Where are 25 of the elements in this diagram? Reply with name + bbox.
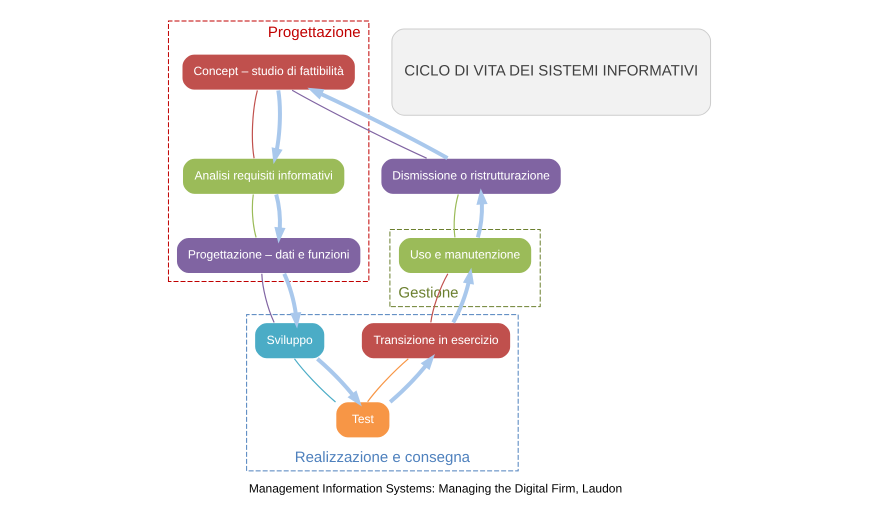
node-box: Dismissione o ristrutturazione	[380, 157, 562, 194]
node-box: CICLO DI VITA DEI SISTEMI INFORMATIVI	[391, 28, 712, 116]
node-box: Analisi requisiti informativi	[182, 157, 346, 194]
connector	[454, 194, 459, 237]
node-box: Concept – studio di fattibilità	[182, 53, 356, 90]
arrow	[451, 267, 474, 323]
connector	[367, 358, 409, 402]
node-box: Uso e manutenzione	[398, 236, 532, 274]
connector	[252, 90, 258, 158]
arrow	[307, 87, 448, 160]
arrow	[476, 188, 488, 238]
node-box: Test	[335, 400, 390, 438]
caption: Management Information Systems: Managing the Digital Firm, Laudon	[248, 481, 622, 496]
connector	[252, 194, 257, 238]
arrow	[388, 354, 435, 404]
connector	[292, 89, 427, 158]
arrow	[272, 90, 283, 164]
node-box: Sviluppo	[254, 322, 326, 359]
connector	[261, 273, 275, 322]
arrow	[316, 356, 362, 406]
node-box: Transizione in esercizio	[360, 322, 512, 359]
connector	[294, 358, 336, 402]
arrow	[274, 193, 286, 243]
arrow	[282, 272, 302, 328]
node-box: Progettazione – dati e funzioni	[176, 236, 362, 274]
